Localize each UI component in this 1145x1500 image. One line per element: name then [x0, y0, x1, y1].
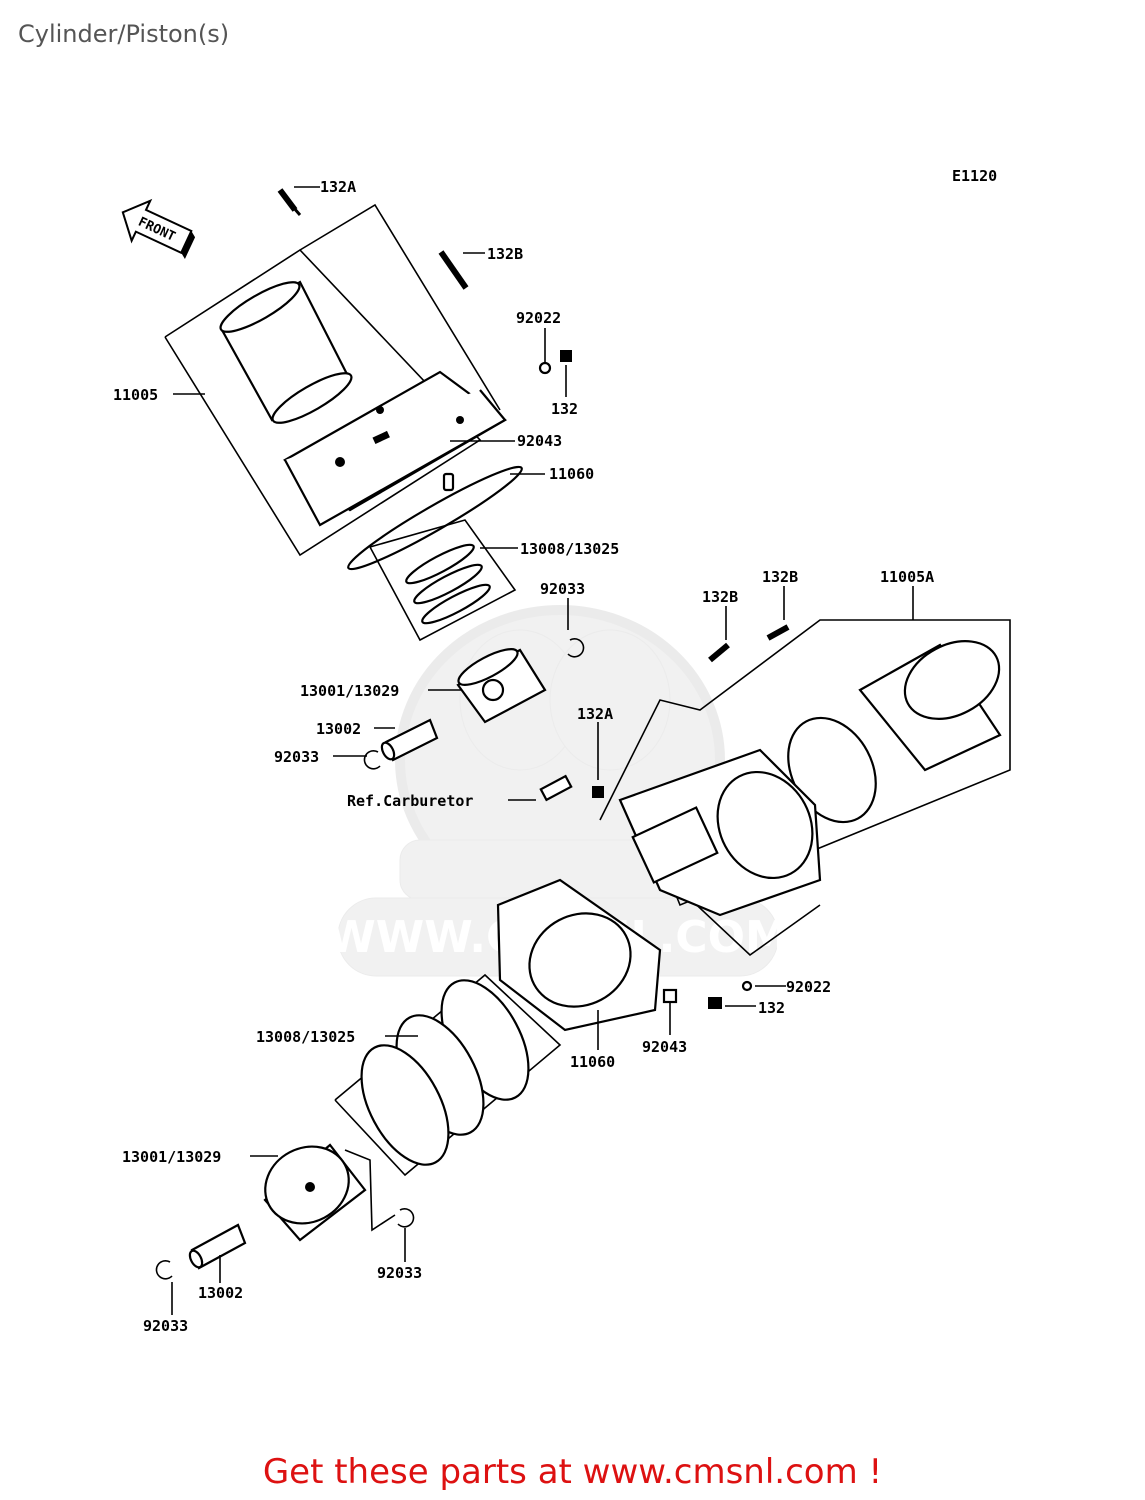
part-label: 92033: [540, 580, 585, 598]
part-label: 132: [758, 999, 785, 1017]
diagram-code: E1120: [952, 167, 997, 185]
part-label: 132B: [702, 588, 738, 606]
piston-rings-upper: [369, 519, 517, 642]
cylinder-sleeve-lower: [858, 640, 1002, 772]
part-label: 92022: [786, 978, 831, 996]
part-label: 13008/13025: [256, 1028, 355, 1046]
part-label: 132: [551, 400, 578, 418]
front-arrow-icon: FRONT: [121, 198, 196, 259]
cylinder-block-lower: [618, 748, 822, 917]
leader-lines: [171, 186, 914, 1315]
part-label: 132A: [577, 705, 613, 723]
cylinder-block: [283, 370, 508, 527]
part-label: 13001/13029: [300, 682, 399, 700]
cmsnl-footer-link[interactable]: Get these parts at www.cmsnl.com !: [262, 1452, 883, 1492]
bolt-132b-upper: [438, 250, 469, 290]
washer-92022: [538, 361, 552, 375]
gasket-lower: [496, 878, 662, 1032]
part-label: 92033: [143, 1317, 188, 1335]
bolt-132b-lower-a: [708, 642, 730, 663]
bolt-132a-upper: [277, 188, 302, 216]
upper-cylinder-group: [164, 188, 585, 770]
circlip-upper-b: [363, 749, 381, 770]
part-label: 13002: [316, 720, 361, 738]
part-label: 13008/13025: [520, 540, 619, 558]
part-label: 11060: [549, 465, 594, 483]
page-title: Cylinder/Piston(s): [18, 20, 230, 48]
piston-pin-lower: [188, 1223, 247, 1270]
part-label: 11005: [113, 386, 158, 404]
bolt-132b-lower-b: [766, 624, 790, 641]
carburetor-dowel: [539, 774, 573, 802]
circlip-lower-a: [397, 1207, 415, 1228]
part-label: 92022: [516, 309, 561, 327]
piston-upper: [456, 648, 547, 724]
piston-pin-upper: [380, 718, 439, 762]
part-label: Ref.Carburetor: [347, 792, 473, 810]
part-label: 132B: [487, 245, 523, 263]
circlip-upper-a: [567, 637, 585, 658]
dowel-lower: [662, 988, 678, 1004]
bolt-132-lower: [708, 997, 722, 1009]
lower-cylinder-group: [155, 619, 1011, 1280]
part-label: 92033: [377, 1264, 422, 1282]
part-label: 11005A: [880, 568, 934, 586]
piston-rings-lower: [334, 973, 562, 1177]
part-label: 11060: [570, 1053, 615, 1071]
circlip-lower-b: [155, 1259, 173, 1280]
cylinder-sleeve: [219, 280, 353, 424]
washer-lower: [741, 980, 753, 992]
part-label: 13002: [198, 1284, 243, 1302]
part-label: 92043: [642, 1038, 687, 1056]
dowel-pin: [442, 472, 455, 492]
piston-lower: [263, 1143, 367, 1242]
part-label: 13001/13029: [122, 1148, 221, 1166]
part-label: 92043: [517, 432, 562, 450]
part-labels: 132A 132B 92022 132 11005 92043 11060 13…: [113, 178, 934, 1335]
part-label: 132A: [320, 178, 356, 196]
upper-gasket: [347, 465, 523, 571]
bolt-132a-lower: [592, 786, 604, 798]
bolt-132-upper: [560, 350, 572, 362]
part-label: 92033: [274, 748, 319, 766]
part-label: 132B: [762, 568, 798, 586]
